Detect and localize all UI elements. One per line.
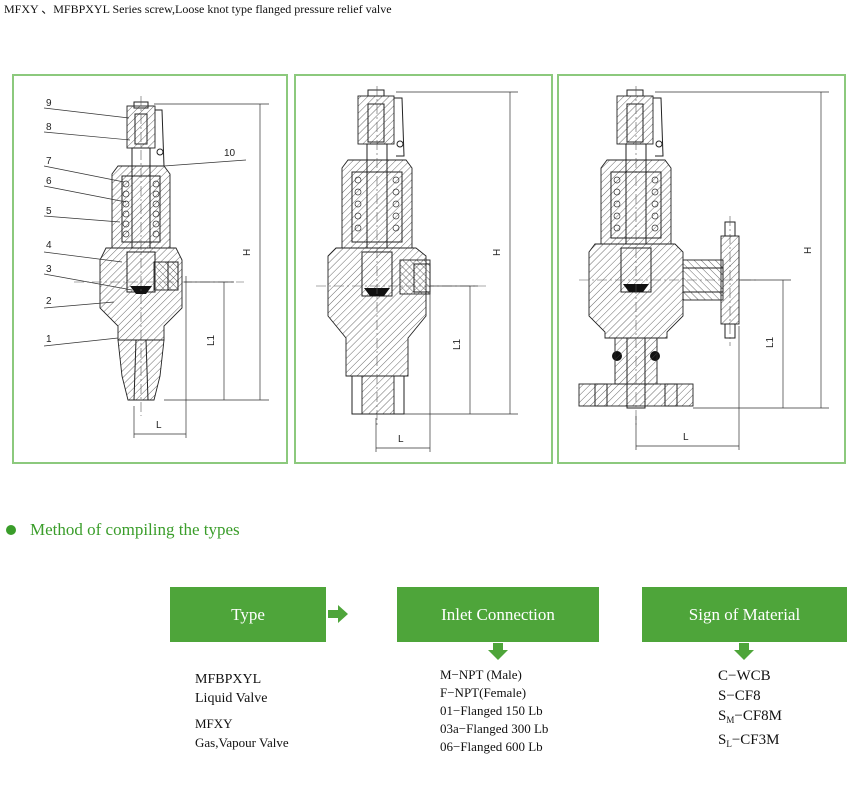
callout-1: 1	[46, 334, 52, 345]
material-suffix: −CF3M	[731, 732, 780, 748]
callout-5: 5	[46, 206, 52, 217]
bullet-dot-icon	[6, 525, 16, 535]
drawing-panel-threaded-female: H L1 L	[294, 74, 553, 464]
valve-drawing-1: 9 8 7 6 5 4 3 2 1 10 H L1 L	[43, 96, 269, 438]
dim-h-3: H	[803, 247, 814, 254]
arrow-down-icon-2	[734, 643, 754, 660]
inlet-item: F−NPT(Female)	[440, 685, 527, 700]
inlet-item: 03a−Flanged 300 Lb	[440, 721, 549, 736]
material-prefix: S	[718, 708, 727, 724]
callout-8: 8	[46, 122, 52, 133]
inlet-item: M−NPT (Male)	[440, 667, 522, 682]
sign-of-material-box-label: Sign of Material	[688, 604, 801, 624]
arrow-right-icon	[328, 605, 348, 623]
material-subscript: L	[726, 739, 732, 749]
callout-10: 10	[224, 148, 236, 159]
sign-of-material-box: Sign of Material	[642, 587, 847, 642]
dim-l-3: L	[683, 432, 689, 443]
material-item: C−WCB	[718, 668, 771, 684]
material-prefix: S	[718, 732, 727, 748]
callout-9: 9	[46, 98, 52, 109]
dim-h: H	[242, 249, 253, 256]
drawing-panel-threaded-male: 9 8 7 6 5 4 3 2 1 10 H L1 L	[12, 74, 288, 464]
type-item-liquid-valve: Liquid Valve	[195, 691, 268, 706]
material-item: SL−CF3M	[718, 730, 782, 754]
dim-l1-3: L1	[765, 336, 776, 348]
type-item-gas-vapour-valve: Gas,Vapour Valve	[195, 735, 289, 750]
type-box-label: Type	[231, 604, 265, 624]
dim-l1: L1	[206, 334, 217, 346]
arrow-down-icon	[488, 643, 508, 660]
material-suffix: −CF8M	[734, 708, 783, 724]
type-item-mfxy: MFXY	[195, 716, 233, 731]
inlet-item: 01−Flanged 150 Lb	[440, 703, 543, 718]
dim-h-2: H	[492, 249, 503, 256]
callout-6: 6	[46, 176, 52, 187]
dim-l1-2: L1	[452, 338, 463, 350]
section-heading-text: Method of compiling the types	[30, 520, 240, 539]
dim-l-2: L	[398, 434, 404, 445]
inlet-connection-box-label: Inlet Connection	[441, 604, 555, 624]
callout-7: 7	[46, 156, 52, 167]
page-title: MFXY 、MFBPXYL Series screw,Loose knot ty…	[4, 2, 392, 16]
valve-drawing-3: H L1 L	[578, 86, 829, 450]
callout-3: 3	[46, 264, 52, 275]
material-subscript: M	[726, 715, 735, 725]
inlet-item: 06−Flanged 600 Lb	[440, 739, 543, 754]
callout-2: 2	[46, 296, 52, 307]
valve-drawing-2: H L1 L	[316, 86, 518, 452]
section-heading: Method of compiling the types	[6, 520, 240, 540]
callout-4: 4	[46, 240, 52, 251]
material-list: C−WCB S−CF8 SM−CF8M SL−CF3M	[718, 666, 782, 754]
material-item: S−CF8	[718, 688, 761, 704]
inlet-connection-box: Inlet Connection	[397, 587, 599, 642]
material-item: SM−CF8M	[718, 706, 782, 730]
type-box: Type	[170, 587, 326, 642]
type-list: MFBPXYL Liquid Valve MFXY Gas,Vapour Val…	[195, 670, 289, 752]
drawing-panel-flanged: H L1 L	[557, 74, 846, 464]
type-item-mfbpxyl: MFBPXYL	[195, 672, 262, 687]
inlet-list: M−NPT (Male) F−NPT(Female) 01−Flanged 15…	[440, 666, 548, 756]
dim-l: L	[156, 420, 162, 431]
